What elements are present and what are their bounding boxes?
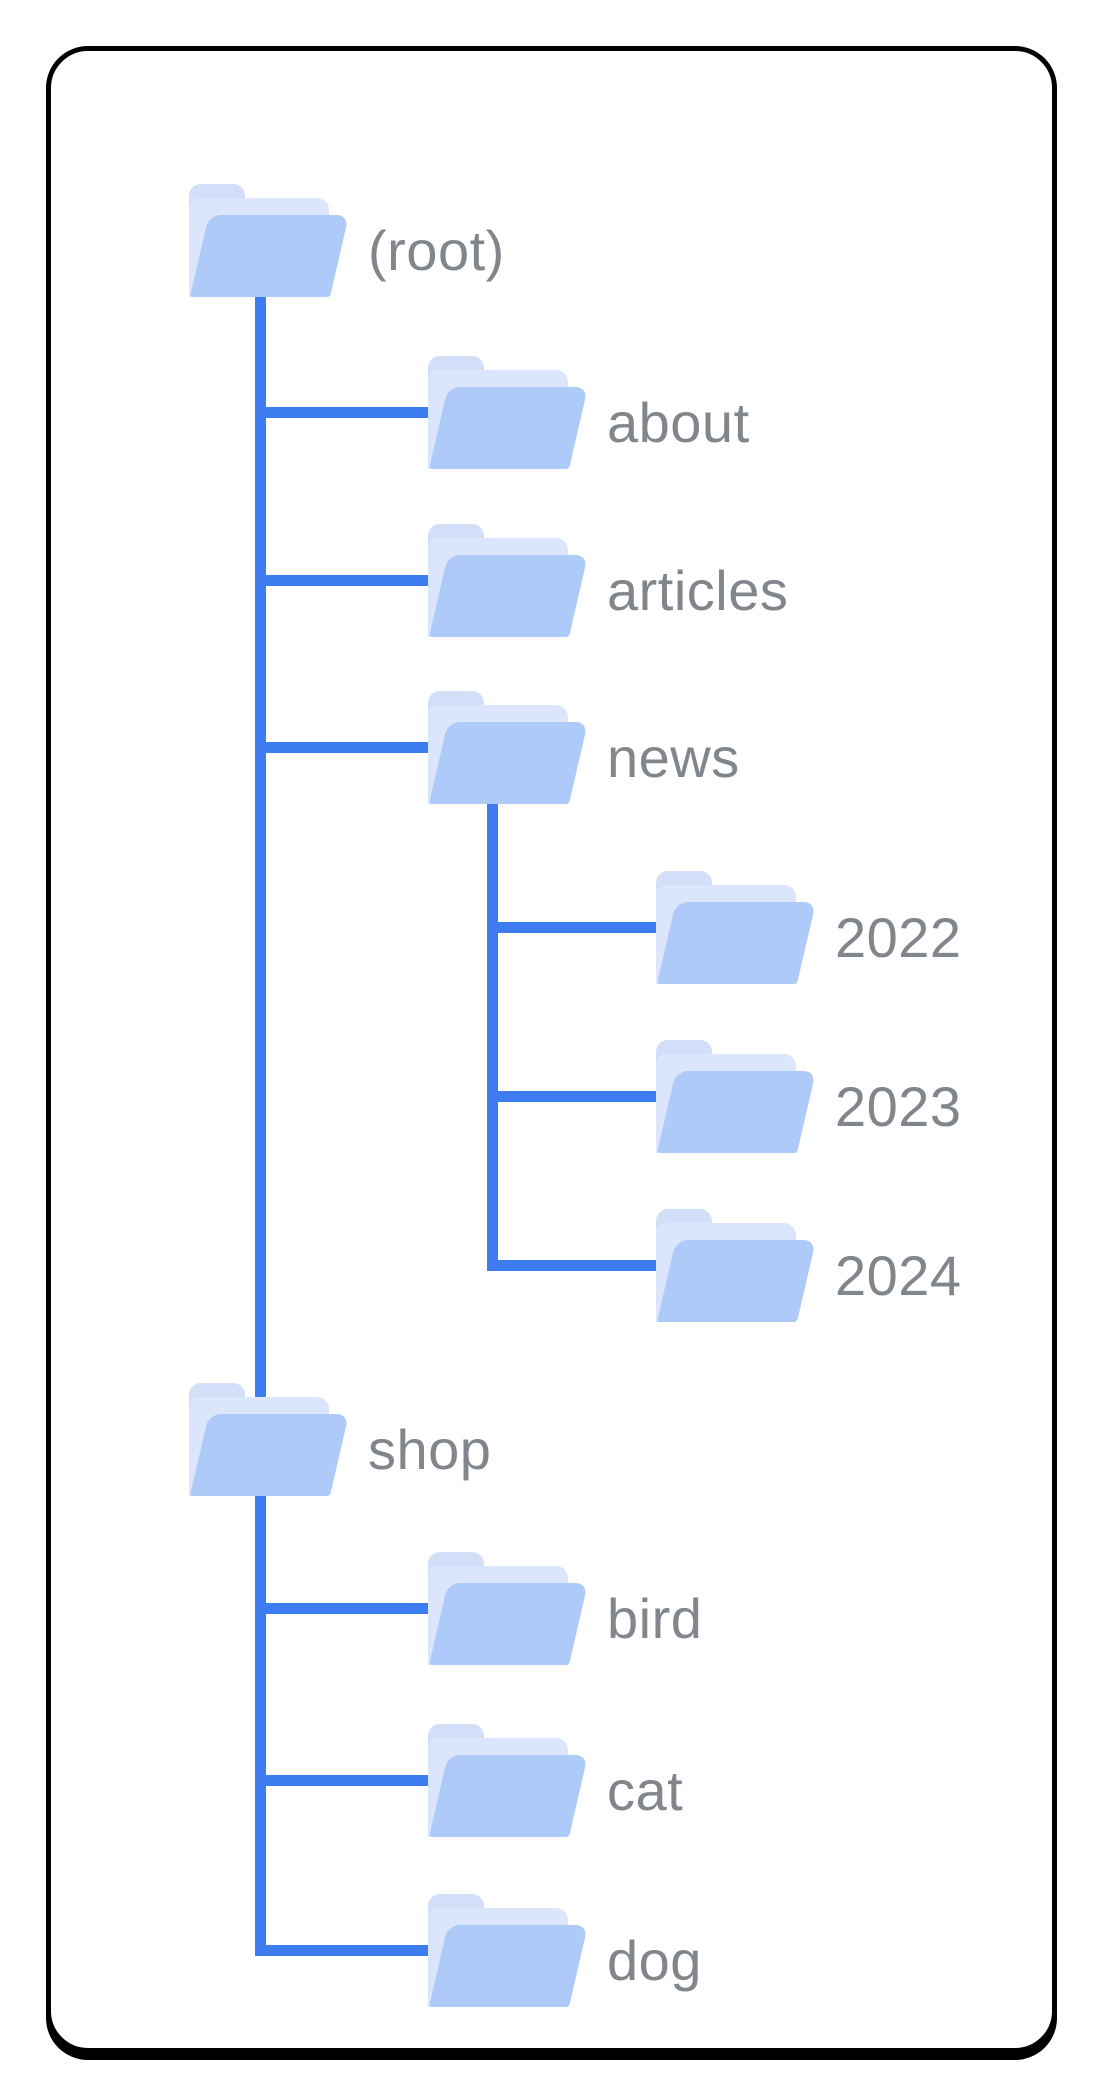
folder-front-shape	[190, 1414, 349, 1496]
tree-node-root: (root)	[184, 184, 505, 297]
folder-front-shape	[657, 902, 816, 984]
edge-2024-connector	[487, 1260, 666, 1271]
folder-front-shape	[429, 1925, 588, 2007]
edge-bird-connector	[255, 1603, 438, 1614]
tree-node-2024: 2024	[651, 1209, 962, 1322]
edge-news-connector	[255, 742, 438, 753]
folder-label: bird	[607, 1586, 703, 1650]
folder-icon	[651, 1040, 816, 1153]
tree-node-2023: 2023	[651, 1040, 962, 1153]
folder-icon	[423, 356, 588, 469]
edge-articles-connector	[255, 575, 438, 586]
folder-label: (root)	[368, 218, 505, 282]
folder-front-shape	[190, 215, 349, 297]
folder-label: articles	[607, 558, 789, 622]
folder-icon	[651, 871, 816, 984]
tree-node-bird: bird	[423, 1552, 702, 1665]
folder-front-shape	[429, 387, 588, 469]
edge-dog-connector	[255, 1945, 438, 1956]
folder-label: 2024	[835, 1243, 962, 1307]
tree-node-2022: 2022	[651, 871, 962, 984]
tree-node-dog: dog	[423, 1894, 702, 2007]
edge-about-connector	[255, 407, 438, 418]
folder-icon	[184, 1383, 349, 1496]
folder-label: cat	[607, 1758, 684, 1822]
edge-2022-connector	[487, 922, 666, 933]
folder-icon	[423, 1724, 588, 1837]
folder-icon	[651, 1209, 816, 1322]
folder-icon	[423, 1894, 588, 2007]
tree-node-news: news	[423, 691, 740, 804]
folder-front-shape	[657, 1071, 816, 1153]
tree-node-cat: cat	[423, 1724, 683, 1837]
folder-front-shape	[429, 1755, 588, 1837]
folder-label: news	[607, 725, 740, 789]
folder-label: about	[607, 390, 750, 454]
folder-label: shop	[368, 1417, 492, 1481]
tree-node-articles: articles	[423, 524, 788, 637]
folder-label: 2023	[835, 1074, 962, 1138]
folder-label: 2022	[835, 905, 962, 969]
folder-front-shape	[429, 555, 588, 637]
edge-news-trunk	[487, 801, 498, 1271]
edge-2023-connector	[487, 1091, 666, 1102]
site-structure-card: (root) about articles news	[46, 46, 1057, 2053]
folder-icon	[423, 1552, 588, 1665]
folder-front-shape	[429, 722, 588, 804]
folder-icon	[423, 524, 588, 637]
tree-node-about: about	[423, 356, 750, 469]
folder-icon	[423, 691, 588, 804]
edge-root-trunk	[255, 297, 266, 1956]
folder-icon	[184, 184, 349, 297]
tree-node-shop: shop	[184, 1383, 491, 1496]
folder-label: dog	[607, 1928, 702, 1992]
edge-cat-connector	[255, 1775, 438, 1786]
folder-front-shape	[657, 1240, 816, 1322]
folder-front-shape	[429, 1583, 588, 1665]
